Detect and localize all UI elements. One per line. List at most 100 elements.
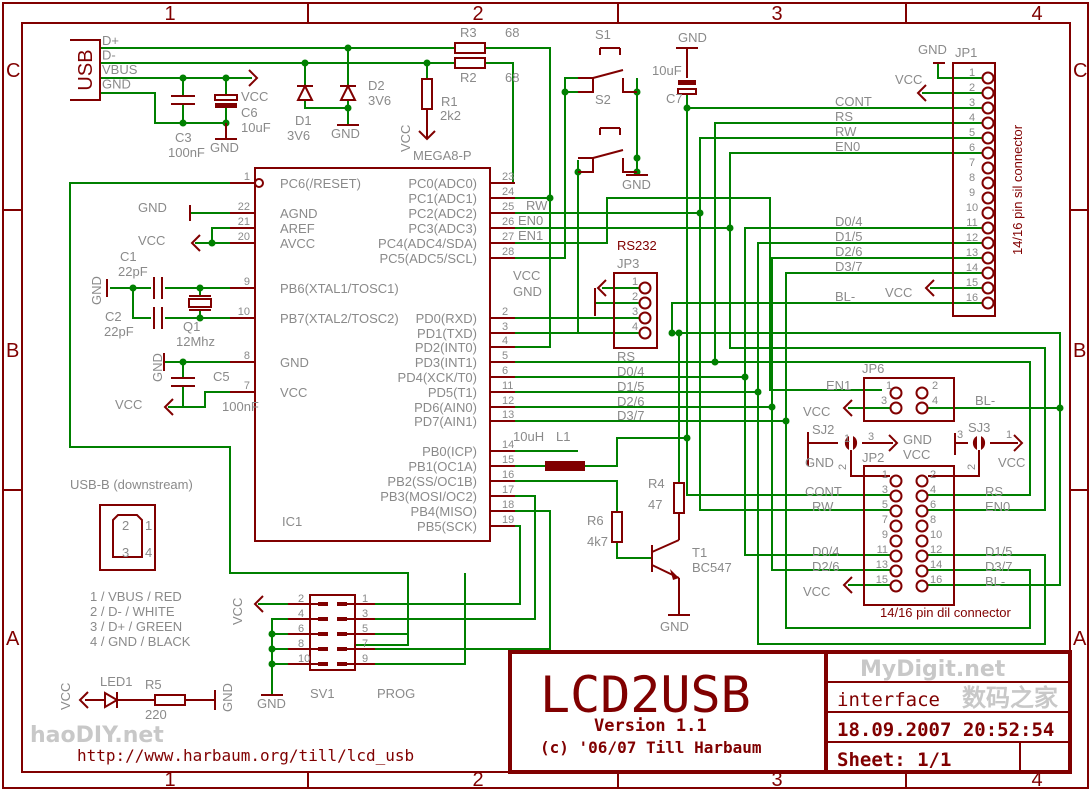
gnd-label: GND bbox=[210, 140, 239, 155]
label: 6 bbox=[298, 623, 304, 635]
ic-pin-number: 7 bbox=[244, 380, 250, 392]
header-pin-icon bbox=[337, 632, 347, 636]
net-label-d37: D3/7 bbox=[617, 408, 644, 423]
sv1-header bbox=[309, 594, 356, 671]
ic-pin-name: PD3(INT1) bbox=[415, 355, 477, 370]
title-text: LCD2USB bbox=[540, 666, 751, 724]
wire bbox=[375, 525, 521, 605]
project-url[interactable]: http://www.harbaum.org/till/lcd_usb bbox=[77, 746, 414, 765]
ic-pin-name: PB6(XTAL1/TOSC1) bbox=[280, 281, 399, 296]
connector-pin-icon bbox=[915, 534, 929, 548]
jp3-pin-number: 3 bbox=[632, 306, 638, 318]
vcc-arrow-icon bbox=[163, 398, 174, 416]
watermark-mydigit-cn: 数码之家 bbox=[962, 684, 1058, 712]
wire bbox=[671, 302, 982, 333]
wire bbox=[132, 288, 151, 319]
vcc-label: VCC bbox=[241, 89, 268, 104]
jp3-pin-number: 1 bbox=[632, 276, 638, 288]
label: 5 bbox=[362, 623, 368, 635]
label: 22pF bbox=[118, 264, 148, 279]
connector-pin-icon bbox=[889, 519, 903, 533]
ic-pin-number: 22 bbox=[238, 201, 250, 213]
label: 3 bbox=[362, 608, 368, 620]
ic-pin-number: 25 bbox=[502, 201, 514, 213]
gnd-label: GND bbox=[622, 177, 651, 192]
net-label-cont: CONT bbox=[805, 484, 842, 499]
usb-pin-label: GND bbox=[102, 77, 131, 92]
vcc-arrow-icon bbox=[253, 595, 264, 613]
switch-contact bbox=[578, 77, 594, 93]
jp1-pin-number: 5 bbox=[969, 127, 975, 139]
ic-pin-name: GND bbox=[280, 355, 309, 370]
label: 2 bbox=[122, 518, 129, 533]
vcc-arrow-icon bbox=[78, 691, 89, 709]
jp2-pin-number: 7 bbox=[882, 514, 888, 526]
wire bbox=[100, 92, 226, 124]
zener-diode-icon bbox=[296, 83, 314, 101]
jp2-description: 14/16 pin dil connector bbox=[880, 605, 1011, 620]
connector-pin-icon bbox=[915, 386, 929, 400]
label: SV1 bbox=[310, 686, 335, 701]
label: 4 bbox=[298, 608, 304, 620]
datetime-text: 18.09.2007 20:52:54 bbox=[837, 719, 1054, 741]
net-label-d15: D1/5 bbox=[985, 544, 1012, 559]
label: S1 bbox=[595, 27, 611, 42]
jp1-description: 14/16 pin sil connector bbox=[1010, 124, 1025, 255]
vcc-arrow-icon bbox=[842, 399, 853, 417]
net-label-bl: BL- bbox=[835, 289, 855, 304]
net-label-rs: RS bbox=[985, 484, 1003, 499]
wire bbox=[515, 77, 584, 259]
label: R3 bbox=[460, 25, 477, 40]
jp1-pin-number: 8 bbox=[969, 172, 975, 184]
net-label-d26: D2/6 bbox=[835, 244, 862, 259]
ic-pin-name: PC3(ADC3) bbox=[408, 221, 477, 236]
ic-pin-number: 1 bbox=[244, 171, 250, 183]
wire bbox=[729, 152, 1046, 511]
label: 3 bbox=[868, 431, 874, 443]
junction-dot bbox=[741, 373, 749, 381]
wire bbox=[304, 100, 348, 109]
connector-pin-icon bbox=[638, 296, 652, 310]
vcc-label: VCC bbox=[230, 598, 245, 625]
ic-pin-name: PB0(ICP) bbox=[422, 444, 477, 459]
resistor-icon bbox=[611, 511, 623, 543]
ic-name-label: IC1 bbox=[282, 514, 302, 529]
ic-pin-name: PD4(XCK/T0) bbox=[398, 370, 477, 385]
label: C2 bbox=[105, 309, 122, 324]
ic-pin-number: 19 bbox=[502, 514, 514, 526]
jp2-pin-number: 3 bbox=[882, 484, 888, 496]
jp3-pin-number: 2 bbox=[632, 291, 638, 303]
solder-jumper-icon bbox=[972, 436, 977, 450]
usb-b-title: USB-B (downstream) bbox=[70, 477, 193, 492]
jp2-connector bbox=[863, 465, 955, 606]
junction-dot bbox=[711, 358, 719, 366]
connector-pin-icon bbox=[915, 489, 929, 503]
label: 10 bbox=[298, 653, 310, 665]
net-label-rs: RS bbox=[835, 109, 853, 124]
jp2-pin-number: 14 bbox=[930, 559, 942, 571]
label: 2 bbox=[932, 380, 938, 392]
ic-pin-number: 28 bbox=[502, 246, 514, 258]
wire bbox=[375, 510, 551, 650]
sheet-text: Sheet: 1/1 bbox=[837, 749, 951, 771]
connector-pin-icon bbox=[889, 489, 903, 503]
resistor-icon bbox=[673, 482, 685, 514]
vcc-label: VCC bbox=[115, 397, 142, 412]
jp3-pin-number: 4 bbox=[632, 321, 638, 333]
ic-pin-number: 12 bbox=[502, 395, 514, 407]
frame-row-label: B bbox=[1073, 340, 1086, 362]
jp3-connector bbox=[613, 272, 658, 349]
switch-contact bbox=[622, 158, 637, 173]
connector-pin-icon bbox=[981, 206, 995, 220]
vcc-label: VCC bbox=[895, 72, 922, 87]
connector-pin-icon bbox=[889, 504, 903, 518]
ic-pin-name: PC5(ADC5/SCL) bbox=[379, 251, 477, 266]
vcc-arrow-icon bbox=[596, 279, 607, 297]
label: 68 bbox=[505, 25, 519, 40]
ic-pin-number: 3 bbox=[502, 321, 508, 333]
connector-pin-icon bbox=[981, 116, 995, 130]
ic-pin-name: PB4(MISO) bbox=[411, 504, 477, 519]
vcc-arrow-icon bbox=[916, 84, 927, 102]
label: L1 bbox=[556, 429, 570, 444]
ic-pin-name: PB1(OC1A) bbox=[408, 459, 477, 474]
